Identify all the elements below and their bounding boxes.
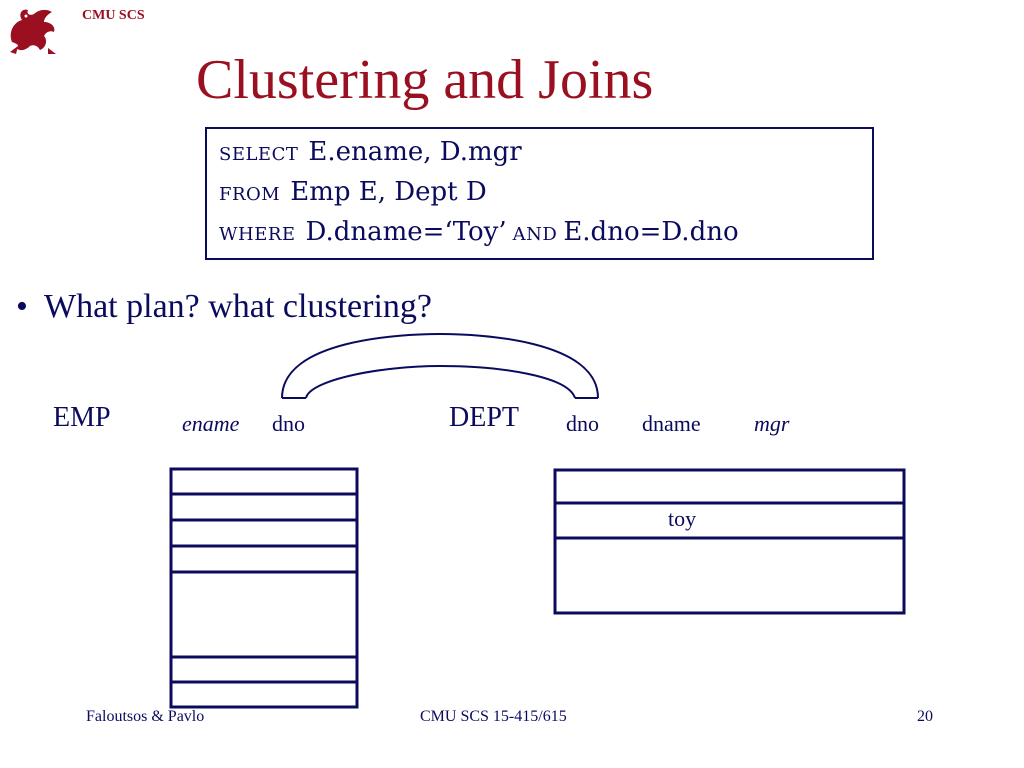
join-arc-inner	[305, 364, 576, 399]
emp-col-ename: ename	[182, 411, 240, 436]
bullet-dot-icon: •	[16, 288, 28, 325]
dept-table-name: DEPT	[449, 402, 519, 433]
footer-page-number: 20	[917, 708, 933, 725]
emp-table	[169, 467, 359, 709]
emp-table-name: EMP	[53, 402, 111, 433]
sql-select-line: SELECT E.ename, D.mgr	[219, 137, 522, 167]
dept-table	[553, 468, 906, 615]
dept-col-dno: dno	[566, 411, 599, 436]
sql-and-keyword: AND	[512, 224, 558, 245]
sql-query-box: SELECT E.ename, D.mgr FROM Emp E, Dept D W…	[205, 127, 874, 260]
org-label: CMU SCS	[82, 8, 145, 23]
sql-select-expr: E.ename, D.mgr	[308, 137, 522, 167]
sql-where-expr-1: D.dname=‘Toy’	[305, 217, 507, 247]
dept-col-mgr: mgr	[754, 411, 790, 436]
bullet-text: What plan? what clustering?	[44, 288, 433, 325]
sql-select-keyword: SELECT	[219, 144, 299, 165]
footer-course: CMU SCS 15-415/615	[420, 708, 567, 725]
sql-from-keyword: FROM	[219, 184, 281, 205]
cmu-dragon-logo-icon	[10, 9, 56, 54]
join-arc-outer	[281, 332, 599, 399]
dept-row-value-toy: toy	[668, 506, 697, 531]
sql-where-keyword: WHERE	[219, 224, 296, 245]
sql-from-line: FROM Emp E, Dept D	[219, 177, 487, 207]
sql-where-expr-2: E.dno=D.dno	[563, 217, 739, 247]
slide-title: Clustering and Joins	[196, 49, 654, 111]
footer-authors: Faloutsos & Pavlo	[86, 708, 205, 725]
bullet-point: • What plan? what clustering?	[16, 288, 432, 326]
sql-from-expr: Emp E, Dept D	[290, 177, 487, 207]
emp-col-dno: dno	[272, 411, 305, 436]
dept-col-dname: dname	[642, 411, 701, 436]
